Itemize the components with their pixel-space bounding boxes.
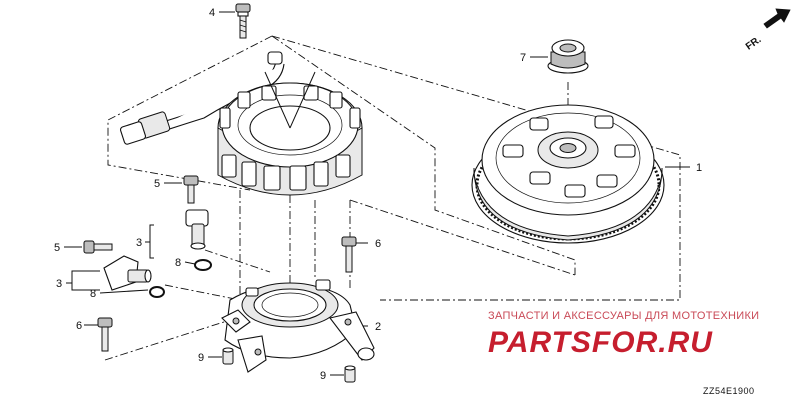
part-4-bolt [235, 3, 251, 39]
callout-6-right: 6 [375, 238, 381, 250]
watermark: ЗАПЧАСТИ И АКСЕССУАРЫ ДЛЯ МОТОТЕХНИКИ PA… [488, 310, 759, 359]
part-8-o-ring-lower [149, 286, 165, 298]
part-3-sensor-upper [185, 209, 209, 250]
callout-labels: 4 7 1 5 3 8 5 3 8 6 6 2 9 9 [54, 7, 702, 382]
callout-9-left: 9 [198, 352, 204, 364]
callout-8-upper: 8 [175, 257, 181, 269]
watermark-logo: PARTSFOR.RU [488, 326, 713, 359]
part-2-stator-bracket [221, 279, 375, 373]
part-1-flywheel [471, 104, 665, 244]
front-arrow-icon [763, 8, 791, 29]
part-5-bolt-lower [83, 240, 113, 254]
part-6-bolt-left [97, 317, 113, 352]
part-9-dowel-right [344, 365, 356, 383]
stator-assembly [119, 51, 363, 196]
callout-7: 7 [520, 52, 526, 64]
part-7-flange-nut [547, 39, 589, 74]
callout-3-upper: 3 [136, 237, 142, 249]
callout-5-lower: 5 [54, 242, 60, 254]
part-5-bolt-upper [183, 175, 199, 204]
callout-3-lower: 3 [56, 278, 62, 290]
drawing-code: ZZ54E1900 [703, 386, 755, 396]
part-3-sensor-lower [103, 255, 152, 291]
part-6-bolt-right [341, 236, 357, 273]
callout-6-left: 6 [76, 320, 82, 332]
part-9-dowel-left [222, 347, 234, 365]
part-8-o-ring-upper [194, 259, 212, 271]
callout-9-right: 9 [320, 370, 326, 382]
callout-2: 2 [375, 321, 381, 333]
front-direction-label: FR. [744, 34, 764, 52]
callout-1: 1 [696, 162, 702, 174]
callout-8-lower: 8 [90, 288, 96, 300]
watermark-tagline: ЗАПЧАСТИ И АКСЕССУАРЫ ДЛЯ МОТОТЕХНИКИ [488, 310, 759, 322]
front-direction-indicator: FR. [744, 8, 791, 53]
callout-4: 4 [209, 7, 215, 19]
callout-5-upper: 5 [154, 178, 160, 190]
